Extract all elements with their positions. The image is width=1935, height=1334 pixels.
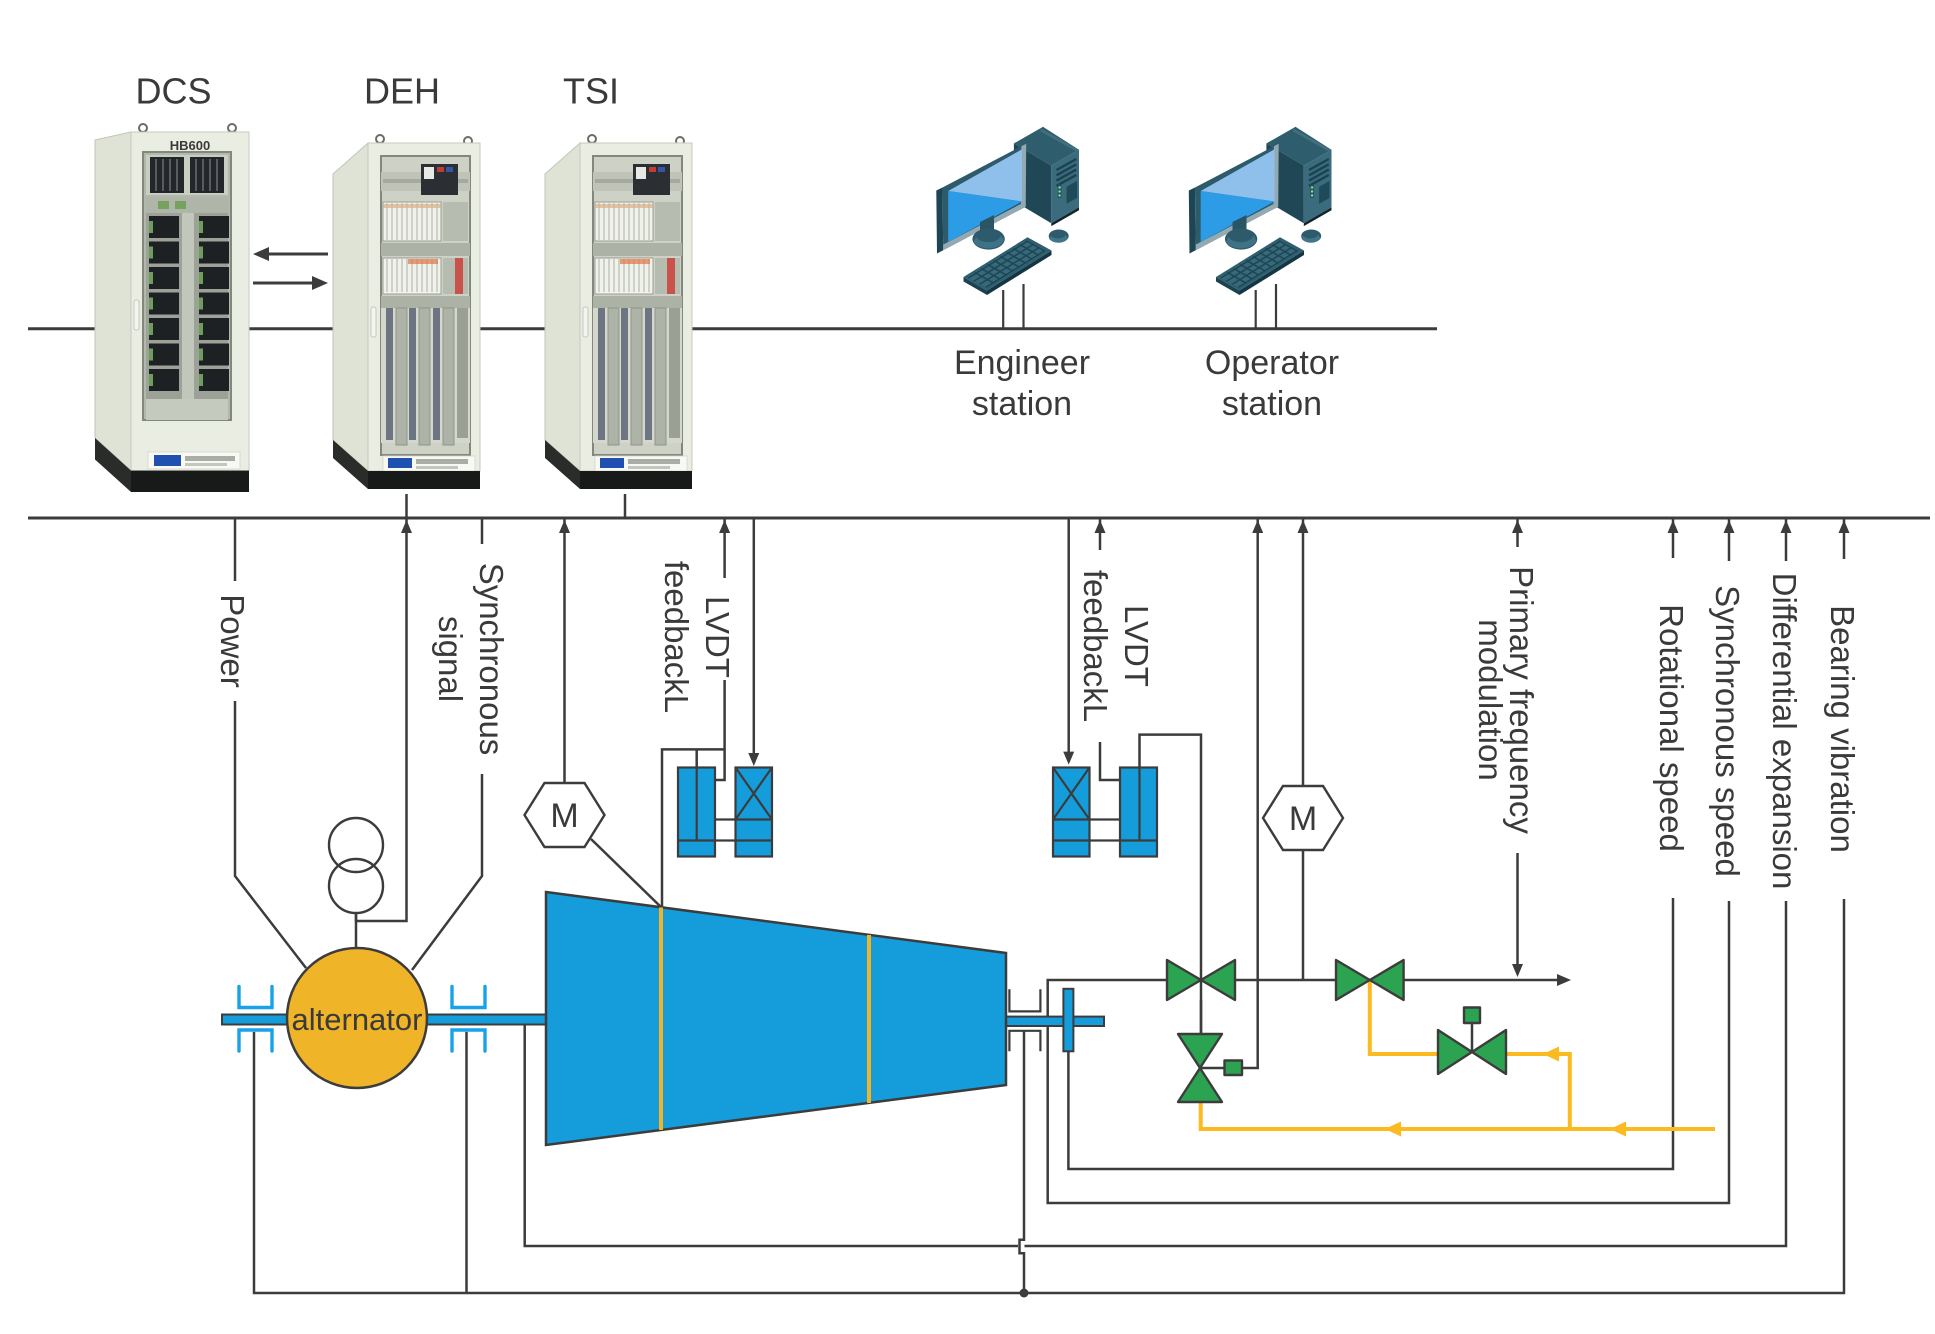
svg-text:signal: signal [432, 616, 469, 702]
svg-text:Differential expansion: Differential expansion [1766, 573, 1803, 890]
svg-text:Engineer: Engineer [954, 344, 1090, 382]
svg-text:DCS: DCS [135, 71, 211, 112]
svg-text:TSI: TSI [563, 71, 619, 112]
svg-text:M: M [550, 797, 578, 835]
svg-text:alternator: alternator [292, 1002, 423, 1037]
svg-text:LVDT: LVDT [1118, 605, 1155, 687]
svg-text:Synchronous speed: Synchronous speed [1709, 585, 1746, 877]
svg-text:Operator: Operator [1205, 344, 1339, 382]
svg-text:Rotational speed: Rotational speed [1653, 604, 1690, 852]
svg-text:Primary frequency: Primary frequency [1503, 566, 1540, 834]
svg-text:feedbackL: feedbackL [658, 561, 695, 713]
svg-text:HB600: HB600 [170, 138, 210, 153]
svg-text:DEH: DEH [364, 71, 440, 112]
svg-text:station: station [1222, 385, 1322, 423]
svg-text:LVDT: LVDT [699, 596, 736, 678]
svg-text:feedbackL: feedbackL [1077, 570, 1114, 722]
svg-text:Bearing vibration: Bearing vibration [1824, 605, 1861, 853]
svg-text:Power: Power [214, 594, 251, 688]
svg-text:M: M [1289, 800, 1317, 838]
svg-text:Synchronous: Synchronous [473, 563, 510, 756]
svg-text:station: station [972, 385, 1072, 423]
svg-text:modulation: modulation [1472, 619, 1509, 780]
